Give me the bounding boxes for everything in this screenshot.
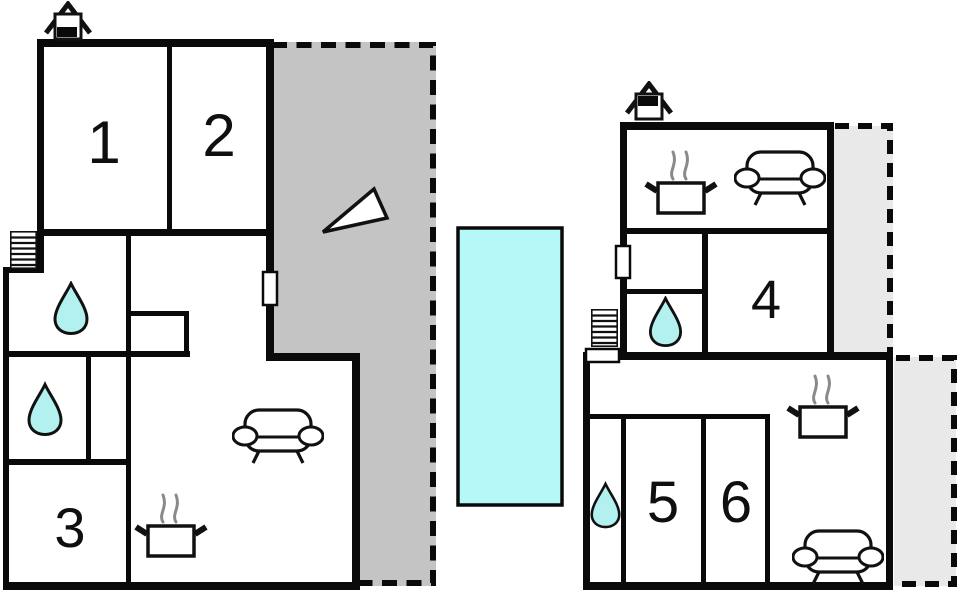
chimney-band bbox=[57, 27, 77, 37]
sofa-icon bbox=[232, 408, 324, 464]
room-1-label: 1 bbox=[87, 109, 120, 176]
pointer-icon bbox=[321, 186, 390, 234]
room-6-label: 6 bbox=[720, 470, 752, 535]
door-icon bbox=[614, 244, 632, 280]
left-building-walls bbox=[3, 39, 360, 590]
terrace-left-dashed-border bbox=[272, 42, 436, 586]
door-icon bbox=[584, 347, 621, 364]
room-4-label: 4 bbox=[751, 270, 781, 330]
water-drop-icon bbox=[53, 282, 89, 335]
terrace-lower-right bbox=[894, 357, 956, 586]
door-icon bbox=[261, 270, 279, 307]
terrace-lower-right-dashed-border bbox=[893, 355, 957, 587]
room-3-label: 3 bbox=[54, 496, 85, 559]
terrace-upper-right bbox=[831, 126, 893, 356]
cooking-pot-icon bbox=[788, 376, 858, 437]
terrace-upper-right-dashed-border bbox=[835, 123, 893, 356]
terrace-left bbox=[272, 42, 436, 586]
sofa-icon bbox=[792, 529, 884, 585]
pool-icon bbox=[456, 226, 564, 507]
room-5-label: 5 bbox=[647, 470, 679, 535]
right-lower-building-walls bbox=[583, 352, 893, 590]
stairs-icon bbox=[591, 309, 618, 347]
water-drop-icon bbox=[648, 296, 683, 348]
stairs-icon bbox=[10, 231, 37, 269]
sofa-icon bbox=[734, 150, 826, 206]
water-drop-icon bbox=[590, 482, 621, 529]
cooking-pot-icon bbox=[136, 495, 206, 556]
room-2-label: 2 bbox=[202, 102, 235, 169]
right-upper-building-walls bbox=[620, 122, 834, 360]
cooking-pot-icon bbox=[646, 152, 716, 213]
water-drop-icon bbox=[27, 382, 63, 437]
chimney-band bbox=[638, 96, 658, 106]
